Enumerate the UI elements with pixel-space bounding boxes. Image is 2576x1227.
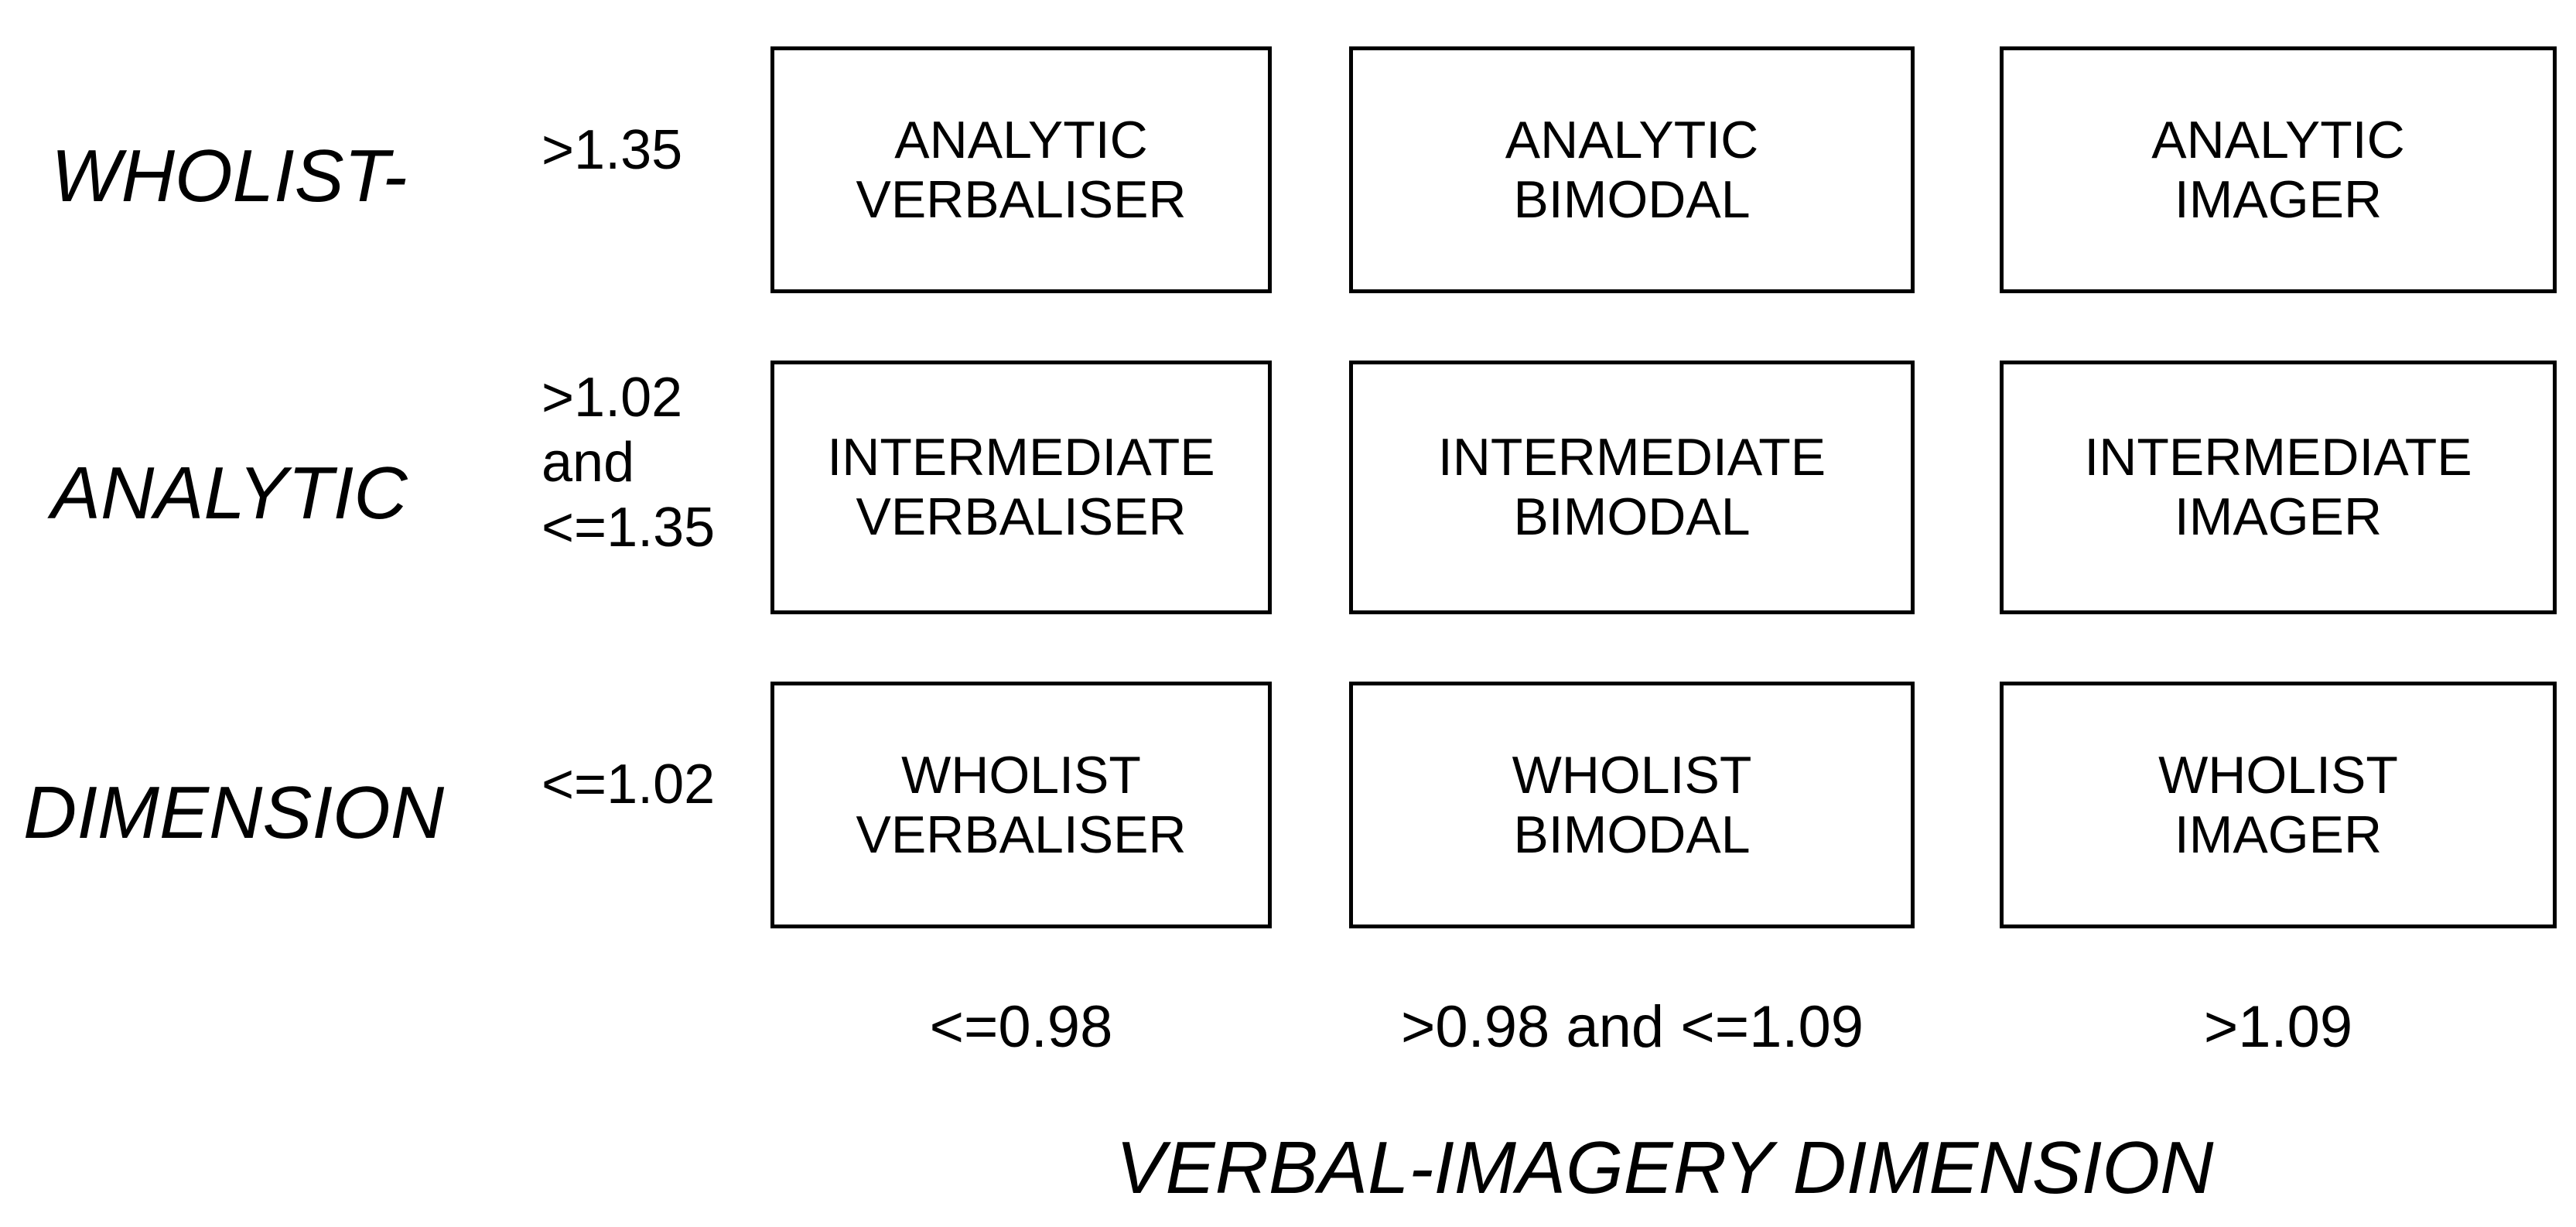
- y-axis-title-word-analytic: ANALYTIC: [51, 452, 408, 535]
- column-threshold-bimodal: >0.98 and <=1.09: [1400, 994, 1864, 1060]
- cell-wholist-verbaliser: WHOLIST VERBALISER: [770, 682, 1272, 928]
- row-threshold-wholist: <=1.02: [542, 752, 715, 817]
- cell-line-1: ANALYTIC: [894, 110, 1148, 169]
- cell-intermediate-bimodal: INTERMEDIATE BIMODAL: [1349, 361, 1915, 614]
- row-threshold-line: and: [542, 432, 635, 494]
- cell-line-2: IMAGER: [2174, 169, 2383, 229]
- cell-intermediate-imager: INTERMEDIATE IMAGER: [2000, 361, 2557, 614]
- cell-line-2: VERBALISER: [856, 805, 1187, 864]
- cell-line-1: INTERMEDIATE: [2084, 428, 2472, 487]
- cell-wholist-imager: WHOLIST IMAGER: [2000, 682, 2557, 928]
- cell-line-1: ANALYTIC: [1505, 110, 1759, 169]
- y-axis-title-word-dimension: DIMENSION: [23, 771, 445, 854]
- cell-line-1: WHOLIST: [2158, 745, 2398, 805]
- cell-line-1: ANALYTIC: [2151, 110, 2405, 169]
- x-axis-title: VERBAL-IMAGERY DIMENSION: [1115, 1126, 2214, 1209]
- cell-line-1: INTERMEDIATE: [1437, 428, 1826, 487]
- row-threshold-line: <=1.02: [542, 754, 716, 815]
- cell-line-2: BIMODAL: [1513, 805, 1751, 864]
- cell-analytic-imager: ANALYTIC IMAGER: [2000, 46, 2557, 293]
- cell-line-2: BIMODAL: [1513, 169, 1751, 229]
- cell-line-2: VERBALISER: [856, 487, 1187, 546]
- row-threshold-line: <=1.35: [542, 497, 716, 559]
- row-threshold-analytic: >1.35: [542, 118, 682, 183]
- column-threshold-imager: >1.09: [2203, 994, 2353, 1060]
- cell-analytic-verbaliser: ANALYTIC VERBALISER: [770, 46, 1272, 293]
- cell-intermediate-verbaliser: INTERMEDIATE VERBALISER: [770, 361, 1272, 614]
- cell-line-2: BIMODAL: [1513, 487, 1751, 546]
- cell-analytic-bimodal: ANALYTIC BIMODAL: [1349, 46, 1915, 293]
- cell-line-2: IMAGER: [2174, 487, 2383, 546]
- cell-line-1: WHOLIST: [1512, 745, 1752, 805]
- cell-line-2: VERBALISER: [856, 169, 1187, 229]
- row-threshold-intermediate: >1.02 and <=1.35: [542, 365, 715, 561]
- cell-line-1: WHOLIST: [901, 745, 1141, 805]
- cell-wholist-bimodal: WHOLIST BIMODAL: [1349, 682, 1915, 928]
- column-threshold-verbaliser: <=0.98: [929, 994, 1113, 1060]
- row-threshold-line: >1.02: [542, 367, 683, 429]
- row-threshold-line: >1.35: [542, 119, 683, 181]
- cell-line-2: IMAGER: [2174, 805, 2383, 864]
- cell-line-1: INTERMEDIATE: [827, 428, 1215, 487]
- y-axis-title-word-wholist: WHOLIST-: [51, 135, 408, 217]
